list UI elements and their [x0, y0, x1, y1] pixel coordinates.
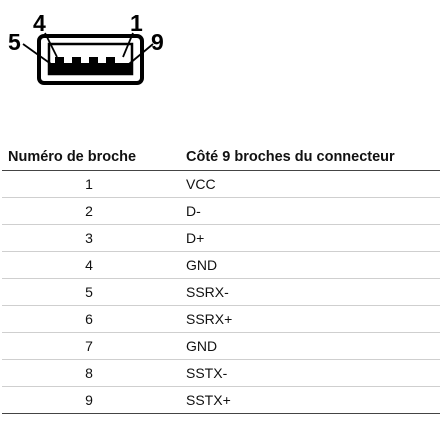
signal-cell: D- — [176, 197, 440, 225]
usb-port-icon — [22, 32, 154, 85]
table-row: 3 D+ — [2, 224, 440, 252]
table-row: 1 VCC — [2, 170, 440, 198]
pin-number-cell: 9 — [2, 386, 176, 414]
signal-cell: SSTX- — [176, 359, 440, 387]
pin-label-1: 1 — [130, 10, 143, 36]
pin-number-cell: 5 — [2, 278, 176, 306]
pin-number-cell: 6 — [2, 305, 176, 333]
header-connector-side: Côté 9 broches du connecteur — [176, 144, 440, 171]
table-row: 2 D- — [2, 197, 440, 225]
signal-cell: GND — [176, 251, 440, 279]
pin-number-cell: 8 — [2, 359, 176, 387]
usb-connector-diagram: 5 4 1 9 — [0, 0, 170, 100]
table-row: 8 SSTX- — [2, 359, 440, 387]
pin-assignment-table: Numéro de broche Côté 9 broches du conne… — [2, 144, 440, 414]
table-row: 4 GND — [2, 251, 440, 279]
pin-label-5: 5 — [8, 29, 21, 55]
table-row: 7 GND — [2, 332, 440, 360]
pin-label-9: 9 — [151, 29, 164, 55]
signal-cell: VCC — [176, 170, 440, 198]
signal-cell: SSTX+ — [176, 386, 440, 414]
pin-number-cell: 2 — [2, 197, 176, 225]
table-header-row: Numéro de broche Côté 9 broches du conne… — [2, 144, 440, 171]
pin-number-cell: 1 — [2, 170, 176, 198]
header-pin-number: Numéro de broche — [2, 144, 176, 171]
pin-number-cell: 4 — [2, 251, 176, 279]
pin-number-cell: 7 — [2, 332, 176, 360]
table-row: 5 SSRX- — [2, 278, 440, 306]
signal-cell: GND — [176, 332, 440, 360]
pin-number-cell: 3 — [2, 224, 176, 252]
signal-cell: D+ — [176, 224, 440, 252]
table-row: 9 SSTX+ — [2, 386, 440, 414]
signal-cell: SSRX- — [176, 278, 440, 306]
signal-cell: SSRX+ — [176, 305, 440, 333]
pin-label-4: 4 — [33, 10, 46, 36]
table-row: 6 SSRX+ — [2, 305, 440, 333]
